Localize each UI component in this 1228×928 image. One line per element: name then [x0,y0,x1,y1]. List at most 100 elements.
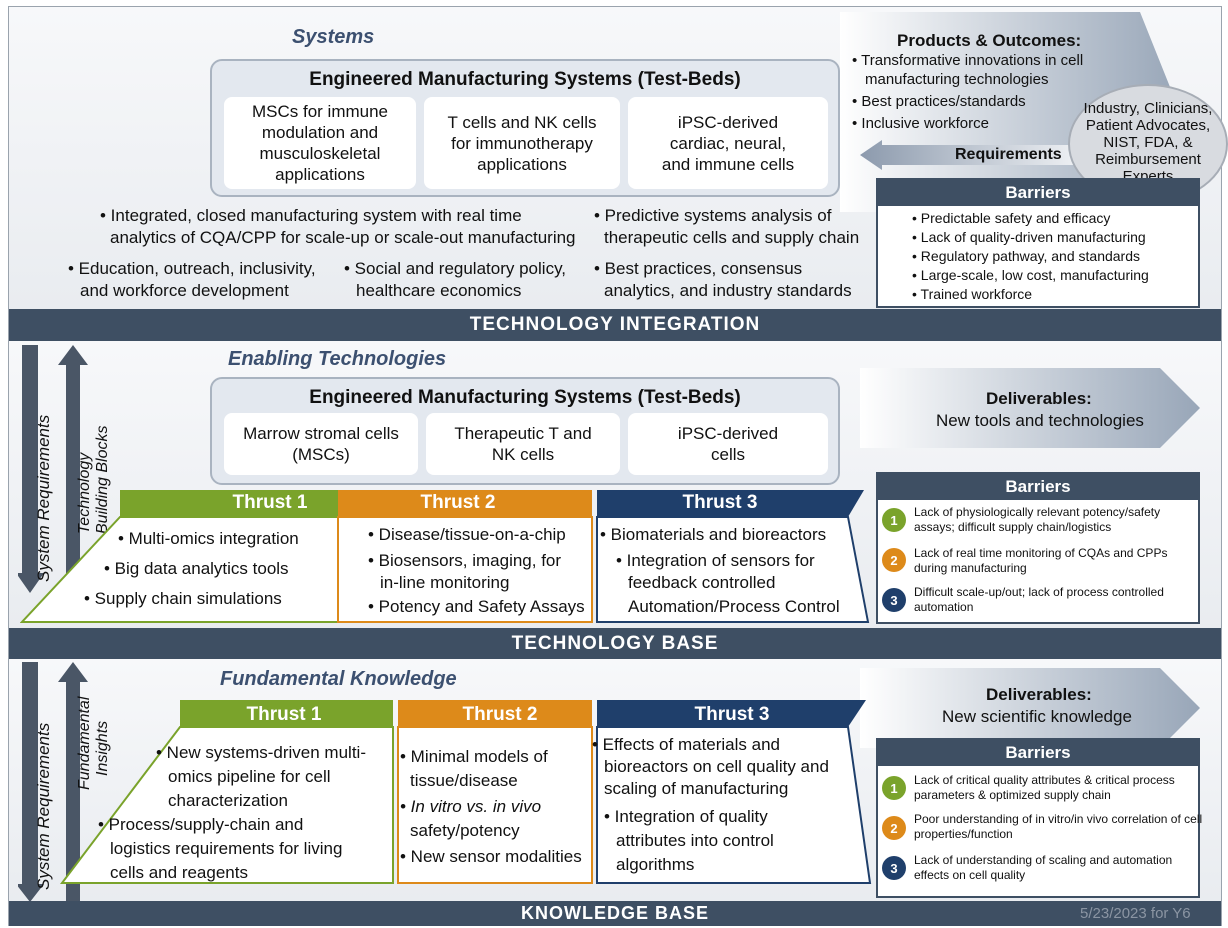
fundamental-heading: Fundamental Knowledge [220,668,457,690]
fundamental-barrier-3-badge: 3 [882,856,906,880]
enabling-t3-line-1: • Biomaterials and bioreactors [600,525,827,544]
enabling-ems-box: Engineered Manufacturing Systems (Test-B… [210,377,840,485]
fundamental-barrier-3-text: Lack of understanding of scaling and aut… [914,853,1173,882]
enabling-thrust-3-title: Thrust 3 [682,492,758,513]
enabling-side-arrows [18,345,88,593]
systems-bullet-best-cont: analytics, and industry standards [604,281,852,300]
enabling-barrier-3-badge: 3 [882,588,906,612]
systems-barrier-5: • Trained workforce [912,286,1033,302]
fundamental-deliverables-title: Deliverables: [986,685,1092,704]
systems-bullet-best: • Best practices, consensus [594,259,803,278]
systems-bullet-education: • Education, outreach, inclusivity, [68,259,316,278]
systems-barriers-box: Barriers [876,178,1200,308]
fundamental-t3-line-4: • Integration of quality [604,807,768,826]
systems-barrier-3: • Regulatory pathway, and standards [912,248,1140,264]
technology-integration-bar: TECHNOLOGY INTEGRATION [9,309,1221,341]
fundamental-t3-line-5: attributes into control [616,831,774,850]
enabling-t2-line-4: • Potency and Safety Assays [368,597,585,616]
systems-bullet-social: • Social and regulatory policy, [344,259,567,278]
enabling-t3-line-4: Automation/Process Control [628,597,840,616]
systems-bullet-integrated: • Integrated, closed manufacturing syste… [100,206,522,225]
fundamental-barriers-title: Barriers [878,740,1198,766]
fundamental-t1-line-6: cells and reagents [110,863,248,882]
enabling-thrust-2-title: Thrust 2 [420,492,496,513]
systems-bullet-social-cont: healthcare economics [356,281,522,300]
stakeholders-text: Industry, Clinicians,Patient Advocates,N… [1083,100,1213,185]
systems-bullet-predictive: • Predictive systems analysis of [594,206,832,225]
systems-barrier-1: • Predictable safety and efficacy [912,210,1111,226]
enabling-t1-line-2: • Big data analytics tools [104,559,289,578]
enabling-deliverables-title: Deliverables: [986,389,1092,408]
fundamental-t1-line-2: omics pipeline for cell [168,767,331,786]
products-line-4: • Inclusive workforce [852,115,989,132]
fundamental-barriers-box: Barriers [876,738,1200,898]
enabling-t2-line-3: in-line monitoring [380,573,510,592]
enabling-barrier-1-badge: 1 [882,508,906,532]
deliverables-arrow-2 [860,668,1200,748]
enabling-t1-line-3: • Supply chain simulations [84,589,282,608]
systems-ems-title: Engineered Manufacturing Systems (Test-B… [309,69,741,90]
fundamental-t3-line-2: bioreactors on cell quality and [604,757,829,776]
requirements-arrow [860,140,1082,170]
systems-ems-box: Engineered Manufacturing Systems (Test-B… [210,59,840,197]
systems-bullet-integrated-cont: analytics of CQA/CPP for scale-up or sca… [110,228,576,247]
fundamental-side-arrows [18,662,88,902]
products-line-3: • Best practices/standards [852,93,1026,110]
enabling-heading: Enabling Technologies [228,348,447,370]
fundamental-t2-line-1: • Minimal models of [400,747,548,766]
systems-barrier-2: • Lack of quality-driven manufacturing [912,229,1146,245]
fundamental-thrust-1-title: Thrust 1 [246,704,322,725]
systems-bullet-education-cont: and workforce development [80,281,289,300]
fundamental-t3-line-3: scaling of manufacturing [604,779,789,798]
enabling-thrust-shapes [20,490,870,623]
systems-barrier-4: • Large-scale, low cost, manufacturing [912,267,1149,283]
enabling-barrier-3-text: Difficult scale-up/out; lack of process … [914,585,1164,614]
enabling-t2-line-1: • Disease/tissue-on-a-chip [368,525,566,544]
fundamental-t2-line-3: • In vitro vs. in vivo [400,797,542,816]
fundamental-t1-line-3: characterization [168,791,289,810]
fundamental-barrier-2-badge: 2 [882,816,906,840]
fundamental-deliverables-text: New scientific knowledge [942,707,1132,726]
enabling-t2-line-2: • Biosensors, imaging, for [368,551,562,570]
enabling-t1-line-1: • Multi-omics integration [118,529,299,548]
enabling-barriers-title: Barriers [878,474,1198,500]
systems-heading: Systems [292,26,375,48]
fundamental-thrust-shapes [60,700,872,884]
enabling-ems-title: Engineered Manufacturing Systems (Test-B… [309,387,741,408]
fundamental-t2-line-2: tissue/disease [410,771,518,790]
requirements-label: Requirements [955,146,1062,163]
products-title: Products & Outcomes: [897,31,1082,50]
fundamental-t1-line-1: • New systems-driven multi- [156,743,366,762]
enabling-deliverables-text: New tools and technologies [936,411,1144,430]
enabling-t3-line-2: • Integration of sensors for [616,551,815,570]
products-line-1: • Transformative innovations in cell [852,52,1084,69]
deliverables-arrow-1 [860,368,1200,448]
enabling-t3-line-3: feedback controlled [628,573,776,592]
technology-base-bar: TECHNOLOGY BASE [9,628,1221,659]
products-line-2: manufacturing technologies [865,71,1049,88]
fundamental-t1-line-4: • Process/supply-chain and [98,815,304,834]
fundamental-t3-line-6: algorithms [616,855,695,874]
fundamental-system-requirements-label: System Requirements [34,722,53,890]
knowledge-base-bar: KNOWLEDGE BASE [9,901,1221,926]
enabling-barrier-1-text: Lack of physiologically relevant potency… [914,505,1161,534]
enabling-barriers-box: Barriers [876,472,1200,624]
fundamental-thrust-2-title: Thrust 2 [462,704,538,725]
systems-barriers-title: Barriers [878,180,1198,206]
enabling-thrust-1-title: Thrust 1 [232,492,308,513]
enabling-barrier-2-badge: 2 [882,548,906,572]
enabling-barrier-2-text: Lack of real time monitoring of CQAs and… [914,546,1168,575]
fundamental-t3-line-1: • Effects of materials and [592,735,781,754]
fundamental-barrier-1-text: Lack of critical quality attributes & cr… [914,773,1175,802]
systems-bullet-predictive-cont: therapeutic cells and supply chain [604,228,860,247]
fundamental-t1-line-5: logistics requirements for living [110,839,343,858]
fundamental-barrier-2-text: Poor understanding of in vitro/in vivo c… [914,812,1203,841]
enabling-card-msc: Marrow stromal cells(MSCs) [224,413,418,475]
fundamental-t2-line-4: safety/potency [410,821,520,840]
fundamental-t2-line-5: • New sensor modalities [400,847,582,866]
